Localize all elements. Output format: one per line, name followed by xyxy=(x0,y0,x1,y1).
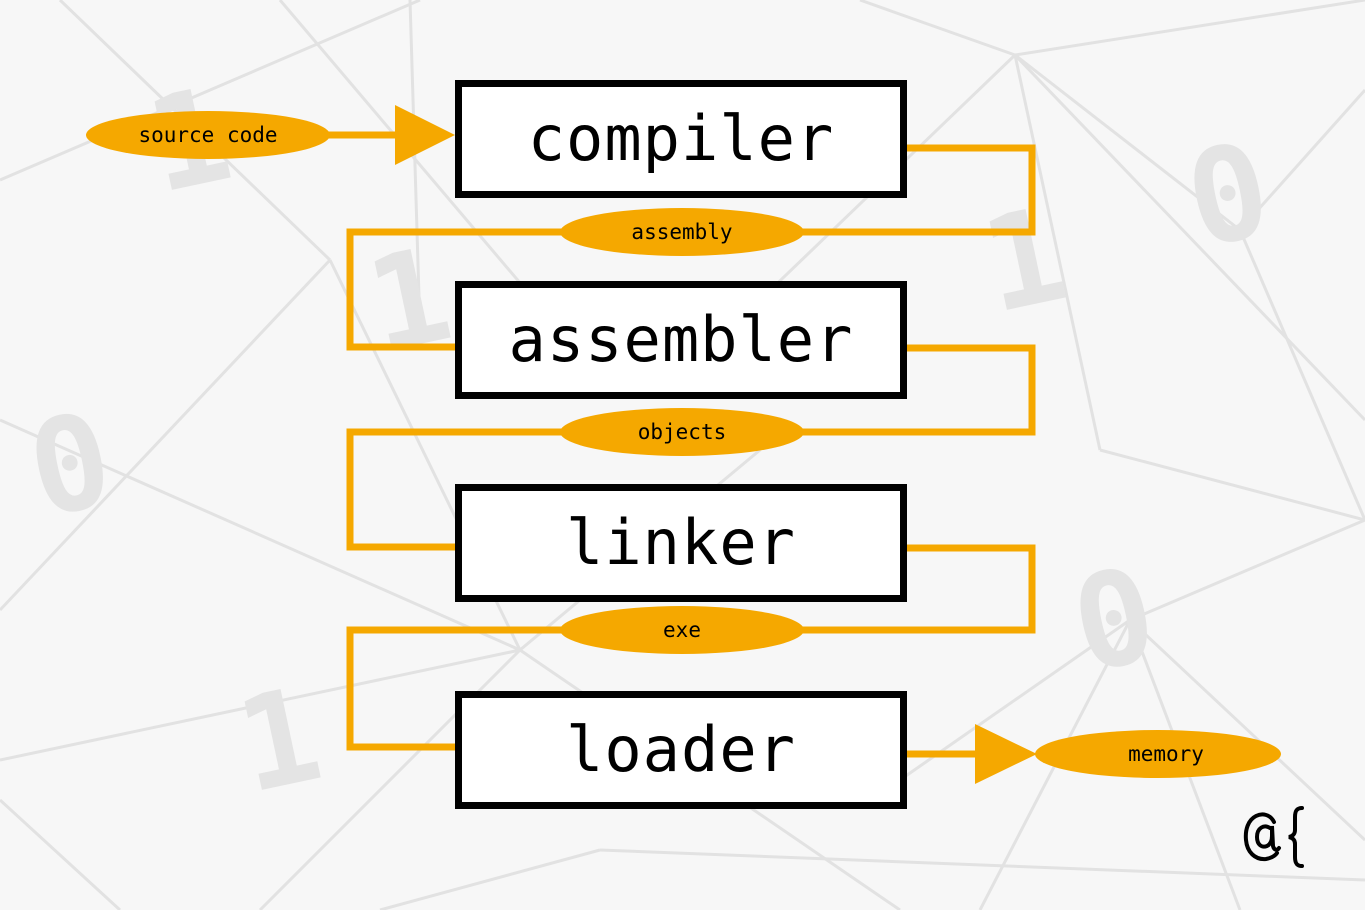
stage-label-linker: linker xyxy=(566,506,796,579)
input-pill: source code xyxy=(86,111,330,159)
output-pill: memory xyxy=(1035,730,1281,778)
output-label: memory xyxy=(1128,742,1204,766)
stage-label-compiler: compiler xyxy=(527,102,835,175)
input-label: source code xyxy=(138,123,277,147)
intermediate-pill-exe: exe xyxy=(560,606,804,654)
intermediate-label-exe: exe xyxy=(663,618,701,642)
stage-box-compiler: compiler xyxy=(455,80,907,198)
intermediate-label-assembly: assembly xyxy=(631,220,732,244)
at-brace-logo-icon xyxy=(1243,806,1304,868)
stage-box-linker: linker xyxy=(455,484,907,602)
intermediate-label-objects: objects xyxy=(638,420,727,444)
stage-label-assembler: assembler xyxy=(508,303,854,376)
intermediate-pill-assembly: assembly xyxy=(560,208,804,256)
stage-label-loader: loader xyxy=(566,713,796,786)
stage-box-loader: loader xyxy=(455,691,907,809)
output-arrow-head xyxy=(975,724,1037,784)
stage-box-assembler: assembler xyxy=(455,281,907,399)
input-arrow-head xyxy=(395,105,455,165)
intermediate-pill-objects: objects xyxy=(560,408,804,456)
